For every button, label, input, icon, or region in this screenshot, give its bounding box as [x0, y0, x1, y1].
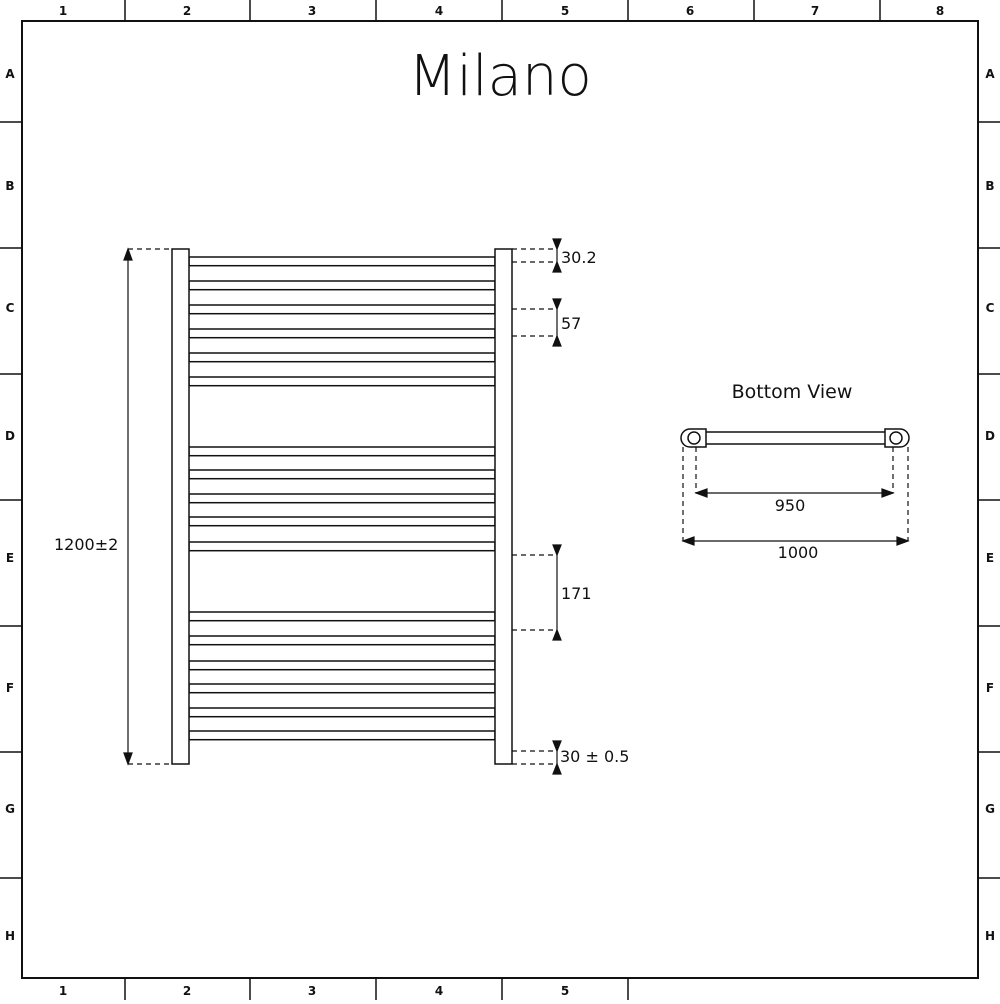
grid-column-label: 2: [183, 984, 191, 998]
section-gap-label: 171: [561, 584, 592, 603]
grid-column-label: 7: [811, 4, 819, 18]
grid-column-label: 3: [308, 4, 316, 18]
overall-width-label: 1000: [778, 543, 819, 562]
dimension-marker: [512, 544, 562, 641]
bottom-bar: [703, 431, 887, 445]
grid-column-label: 2: [183, 4, 191, 18]
grid-row-label: C: [6, 301, 15, 315]
grid-row-label: F: [986, 681, 994, 695]
grid-row-label: C: [986, 301, 995, 315]
grid-column-labels-bottom: 1 2 3 4 5: [59, 978, 629, 1000]
towel-rail-front-view: [171, 248, 513, 765]
rail-bar: [188, 469, 496, 480]
rail-bar: [188, 611, 496, 622]
top-gap-label: 30.2: [561, 248, 597, 267]
rail-bar: [188, 730, 496, 741]
grid-row-label: E: [6, 551, 14, 565]
rail-bar: [188, 256, 496, 267]
product-title: Milano: [408, 44, 592, 109]
rail-bars: [188, 256, 496, 741]
grid-row-label: D: [985, 429, 995, 443]
centres-label: 950: [775, 496, 806, 515]
rail-bar: [188, 376, 496, 387]
height-dimension: [123, 247, 172, 766]
bottom-view-drawing: [680, 428, 910, 448]
bar-pitch-label: 57: [561, 314, 581, 333]
rail-bar: [188, 493, 496, 504]
grid-row-label: E: [986, 551, 994, 565]
grid-row-labels-right: A B C D E F G H: [978, 67, 1000, 943]
grid-row-labels-left: A B C D E F G H: [0, 67, 22, 943]
grid-row-label: H: [985, 929, 995, 943]
grid-column-label: 4: [435, 4, 443, 18]
grid-row-label: H: [5, 929, 15, 943]
grid-column-label: 3: [308, 984, 316, 998]
height-label: 1200±2: [54, 535, 118, 554]
left-pipe-icon: [687, 431, 701, 445]
grid-column-label: 5: [561, 4, 569, 18]
grid-row-label: A: [985, 67, 995, 81]
grid-row-label: D: [5, 429, 15, 443]
dimension-marker: [512, 298, 562, 347]
bottom-view-title: Bottom View: [732, 381, 853, 403]
grid-row-label: B: [5, 179, 14, 193]
grid-column-labels-top: 1 2 3 4 5 6 7 8: [59, 0, 944, 21]
bottom-gap-label: 30 ± 0.5: [560, 747, 629, 766]
rail-bar: [188, 516, 496, 527]
grid-row-label: B: [985, 179, 994, 193]
right-upright: [494, 248, 513, 765]
rail-bar: [188, 352, 496, 363]
right-pipe-icon: [889, 431, 903, 445]
grid-column-label: 1: [59, 984, 67, 998]
grid-row-label: G: [5, 802, 15, 816]
rail-bar: [188, 635, 496, 646]
rail-bar: [188, 541, 496, 552]
rail-bar: [188, 328, 496, 339]
grid-row-label: F: [6, 681, 14, 695]
bottom-view-dimensions: [681, 447, 910, 546]
grid-column-label: 6: [686, 4, 694, 18]
dimension-marker: [512, 740, 562, 775]
grid-column-label: 5: [561, 984, 569, 998]
rail-bar: [188, 707, 496, 718]
grid-row-label: A: [5, 67, 15, 81]
grid-row-label: G: [985, 802, 995, 816]
rail-bar: [188, 280, 496, 291]
grid-column-label: 1: [59, 4, 67, 18]
right-dimensions: [512, 238, 562, 775]
rail-bar: [188, 683, 496, 694]
dimension-marker: [512, 238, 562, 273]
rail-bar: [188, 660, 496, 671]
grid-column-label: 4: [435, 984, 443, 998]
rail-bar: [188, 446, 496, 457]
rail-bar: [188, 304, 496, 315]
grid-column-label: 8: [936, 4, 944, 18]
left-upright: [171, 248, 190, 765]
